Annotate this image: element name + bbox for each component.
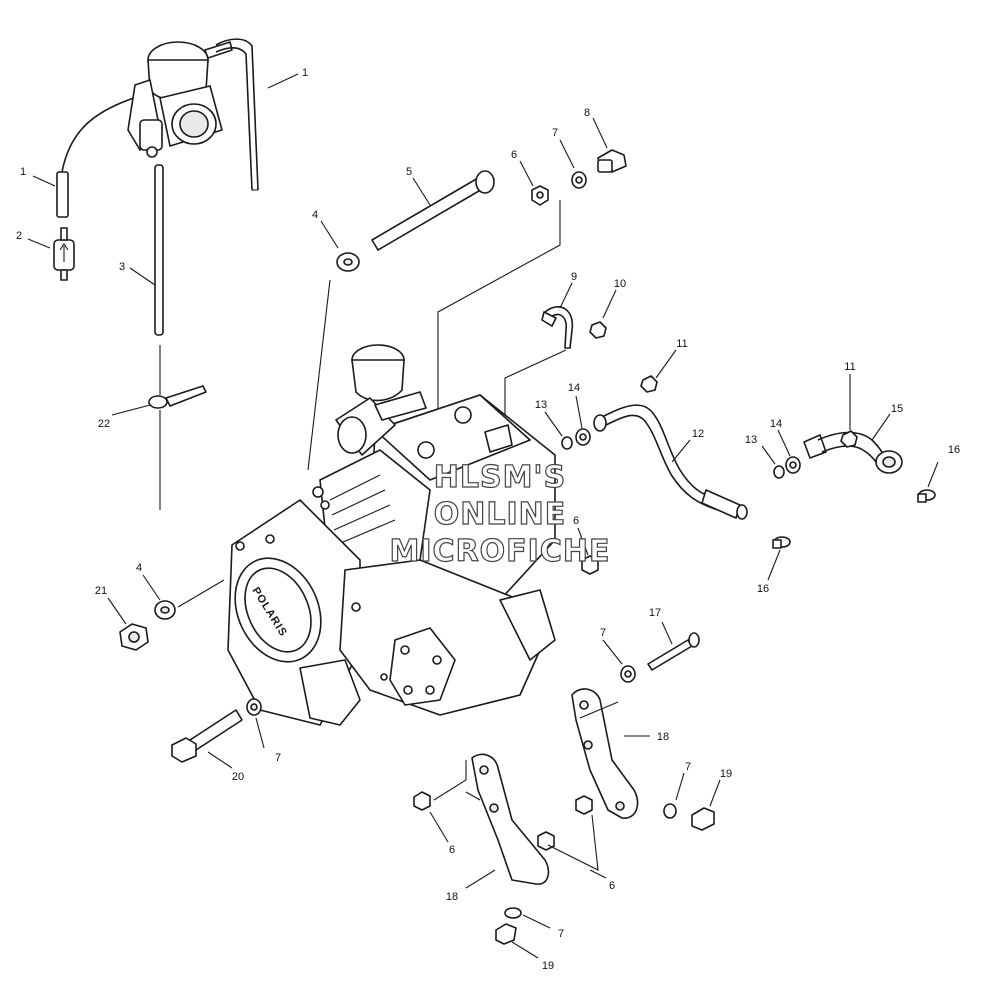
callout-22: 22 <box>98 418 110 430</box>
engine-mount-bracket-item-18-lower <box>471 753 550 885</box>
callout-7-top: 7 <box>552 127 558 139</box>
washer-item-13-right <box>773 465 785 479</box>
clip-item-22 <box>148 345 207 510</box>
nut-item-6-bracket-a <box>413 791 431 811</box>
callout-7-left: 7 <box>275 752 281 764</box>
callout-4-top: 4 <box>312 209 318 221</box>
callout-21: 21 <box>95 585 107 597</box>
callout-6-bracket-left: 6 <box>449 844 455 856</box>
washer-item-4-left <box>154 600 176 620</box>
callout-8: 8 <box>584 107 590 119</box>
nut-item-6-bracket-b <box>575 795 593 815</box>
callout-14-left: 14 <box>568 382 580 394</box>
callout-6-bracket-right: 6 <box>609 880 615 892</box>
watermark: HLSM'S ONLINE MICROFICHE <box>389 459 611 569</box>
bolt-item-8 <box>597 149 627 173</box>
washer-item-7-right <box>663 803 677 819</box>
callout-11-left: 11 <box>676 338 687 350</box>
washer-item-4-top <box>336 252 360 272</box>
callout-16-lower: 16 <box>757 583 769 595</box>
drain-hose-item-3 <box>154 164 164 336</box>
callout-16-right: 16 <box>948 444 960 456</box>
bolt-item-19-bottom <box>495 923 517 945</box>
callout-9: 9 <box>571 271 577 283</box>
oil-line-item-12 <box>593 404 748 520</box>
nut-item-6-top <box>531 185 549 206</box>
callout-1-top: 1 <box>302 67 308 79</box>
watermark-line-2: ONLINE <box>434 497 567 532</box>
bolt-item-11-right <box>840 430 858 448</box>
callout-7-bottom: 7 <box>558 928 564 940</box>
engine-mount-bracket-item-18-upper <box>571 688 639 819</box>
engine-assembly: POLARIS <box>227 344 556 726</box>
carburetor <box>61 41 233 173</box>
through-bolt-item-5 <box>371 170 495 251</box>
callout-11-right: 11 <box>844 361 855 373</box>
callout-3: 3 <box>119 261 125 273</box>
washer-item-7-bottom <box>504 907 522 919</box>
nut-item-6-engine <box>581 555 599 575</box>
bolt-item-17 <box>647 632 700 671</box>
clamp-item-9 <box>541 306 574 349</box>
callout-numbers: 1 1 2 3 4 4 5 6 6 6 6 7 7 7 7 7 8 9 10 1… <box>16 67 960 972</box>
washer-item-14-right <box>785 456 801 474</box>
callout-14-right: 14 <box>770 418 782 430</box>
callout-leaders <box>27 73 939 959</box>
callout-6-top: 6 <box>511 149 517 161</box>
vent-hose-top-b <box>215 46 253 191</box>
watermark-line-3: MICROFICHE <box>390 534 611 569</box>
washer-item-14-left <box>575 428 591 446</box>
clamp-item-16-right <box>917 489 936 503</box>
bolt-item-20 <box>171 709 243 763</box>
clamp-item-16-lower <box>772 536 791 549</box>
washer-item-7-mid <box>620 665 636 683</box>
callout-13-left: 13 <box>535 399 547 411</box>
callout-7-right: 7 <box>685 761 691 773</box>
callout-6-engine: 6 <box>573 515 579 527</box>
watermark-line-1: HLSM'S <box>434 460 566 495</box>
callout-4-left: 4 <box>136 562 142 574</box>
callout-10: 10 <box>614 278 626 290</box>
bolt-item-19-right <box>691 807 715 831</box>
hose-item-1-left <box>56 171 69 218</box>
callout-17: 17 <box>649 607 661 619</box>
callout-5: 5 <box>406 166 412 178</box>
bolt-item-10 <box>589 321 607 339</box>
vent-hose-top <box>215 38 259 191</box>
callout-12: 12 <box>692 428 704 440</box>
washer-item-7-left <box>246 698 262 716</box>
washer-item-7-top <box>571 171 587 189</box>
nut-item-21 <box>119 623 149 651</box>
callout-2: 2 <box>16 230 22 242</box>
bolt-item-11-left <box>640 375 658 393</box>
callout-15: 15 <box>891 403 903 415</box>
fuel-filter-item-2 <box>53 227 75 281</box>
callout-13-right: 13 <box>745 434 757 446</box>
callout-18-left: 18 <box>446 891 458 903</box>
callout-1-left: 1 <box>20 166 26 178</box>
callout-18-right: 18 <box>657 731 669 743</box>
washer-item-13-left <box>561 436 573 450</box>
callout-19-bottom: 19 <box>542 960 554 972</box>
callout-19-right: 19 <box>720 768 732 780</box>
callout-20: 20 <box>232 771 244 783</box>
callout-7-mid: 7 <box>600 627 606 639</box>
